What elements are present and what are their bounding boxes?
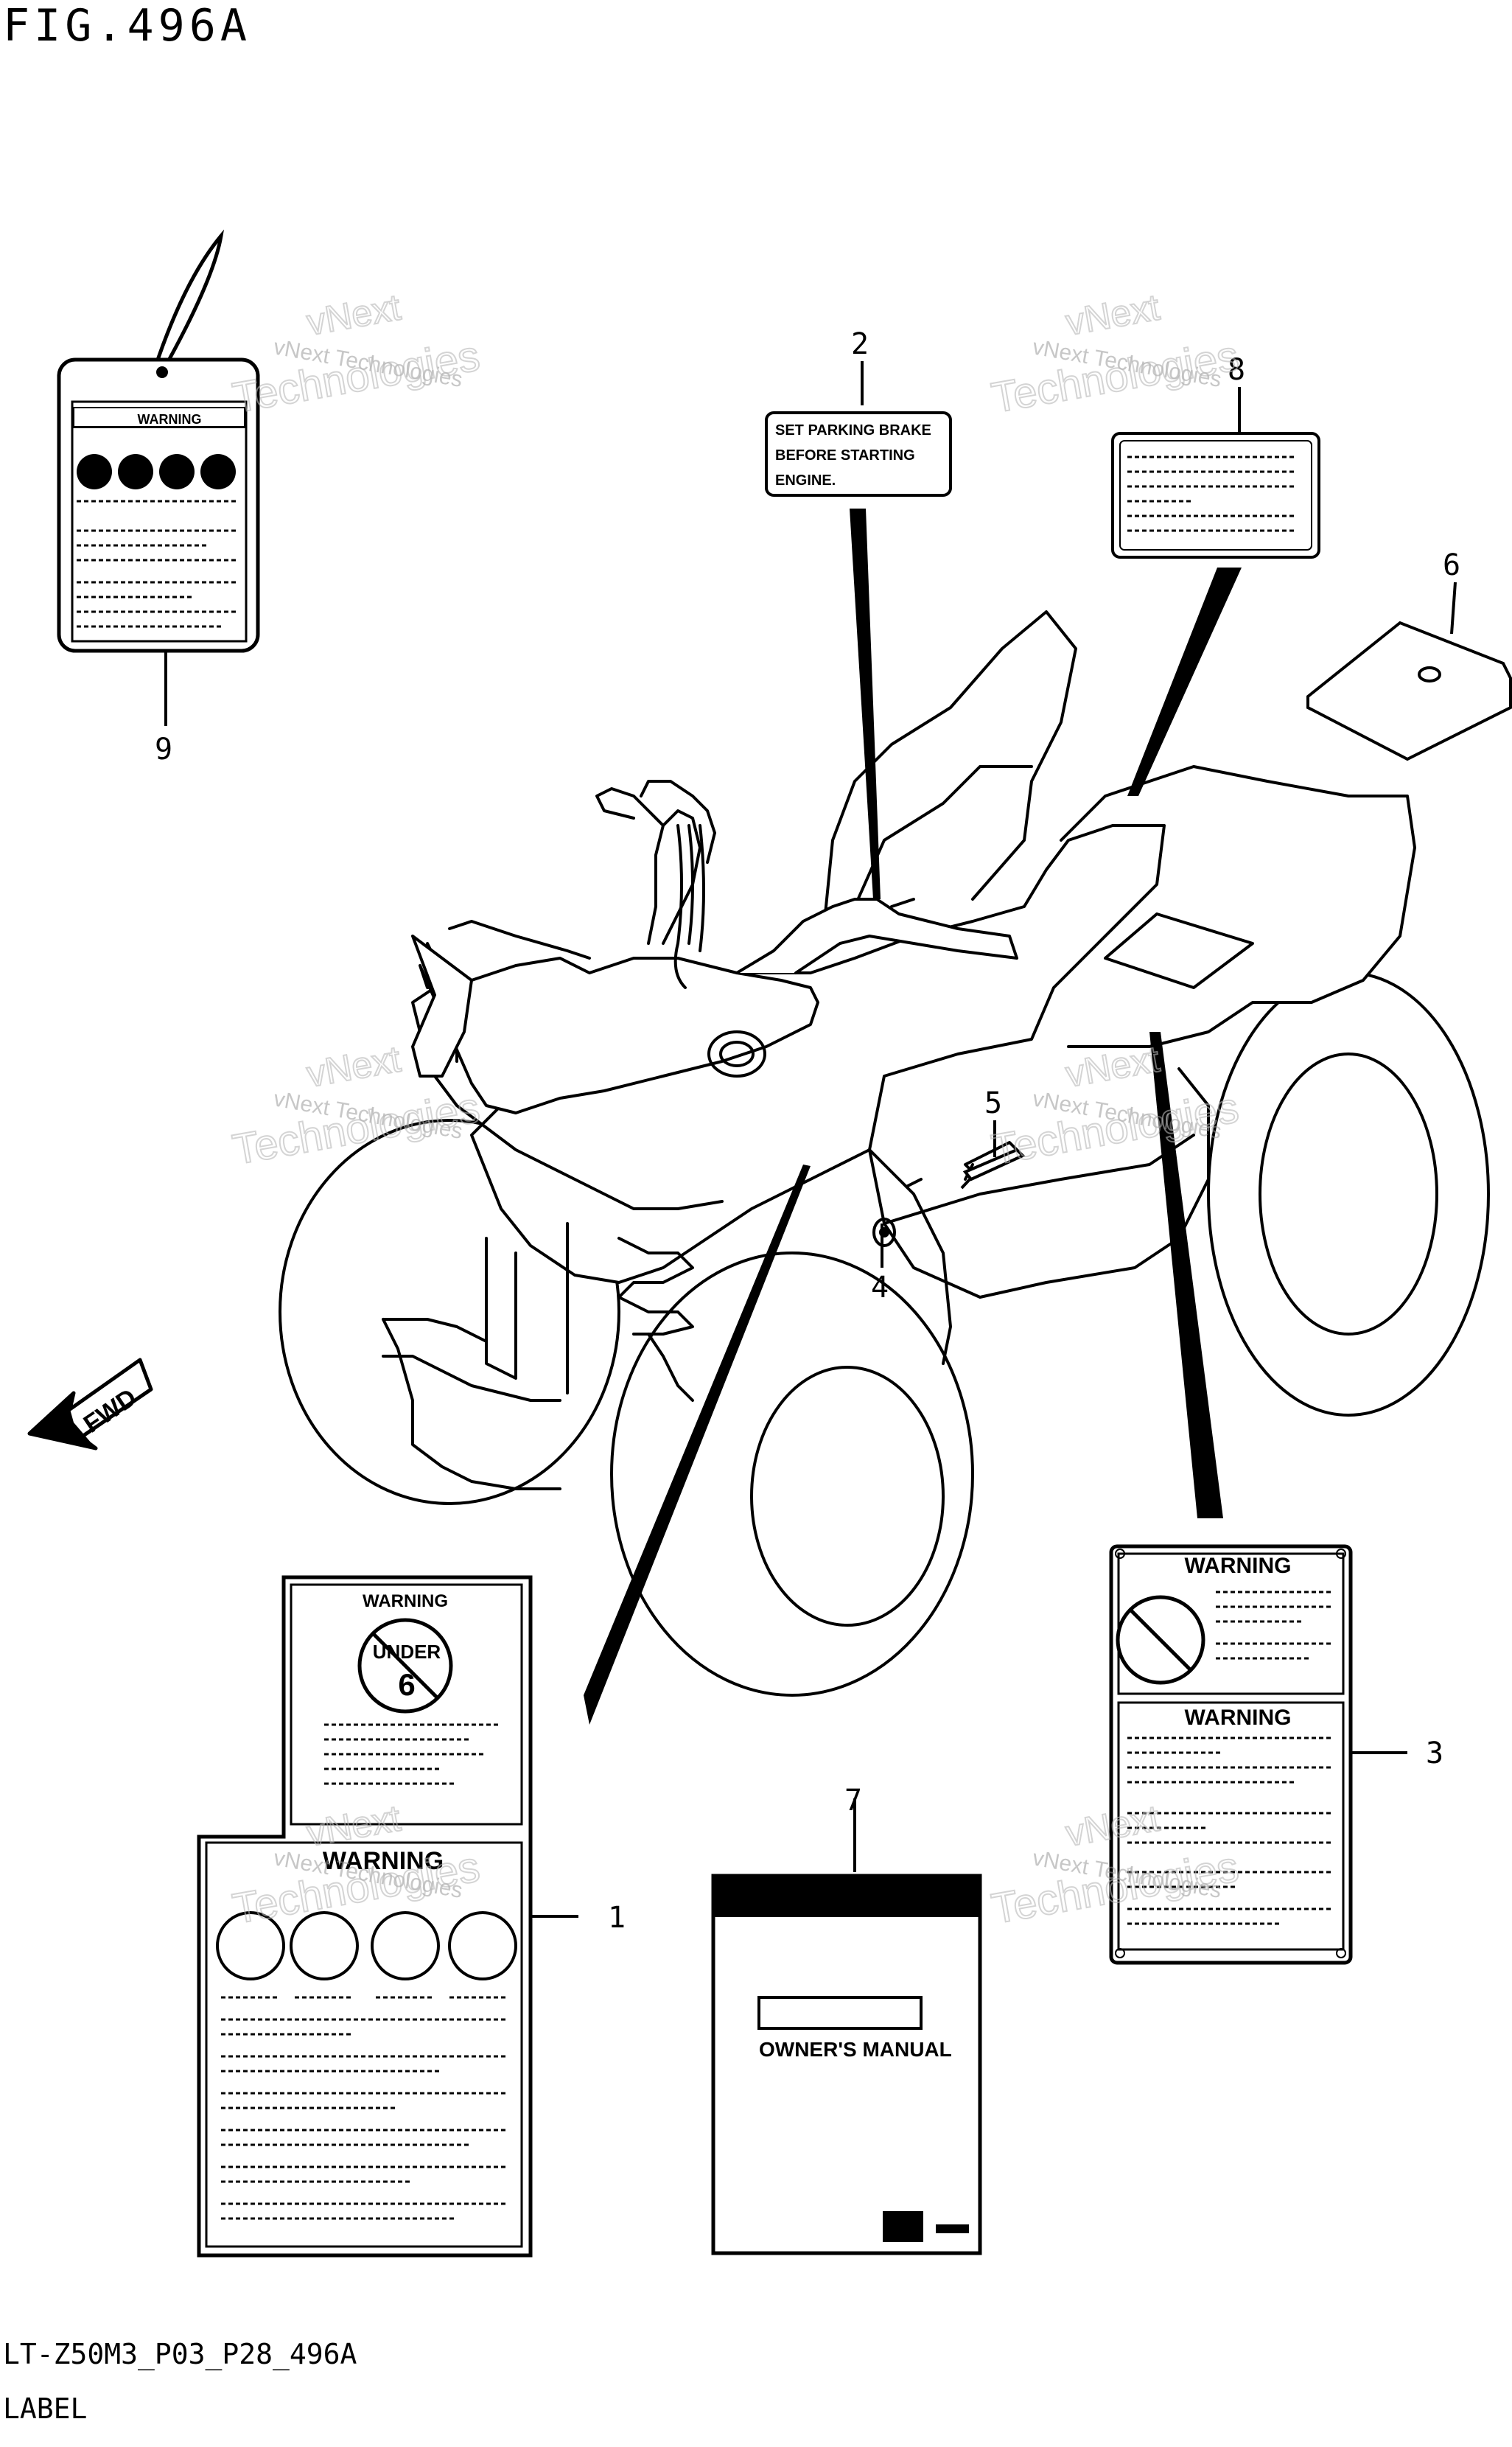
- grommet-part-4: [872, 1218, 896, 1247]
- fwd-arrow-icon: [27, 1358, 153, 1451]
- callout-8: 8: [1228, 353, 1245, 387]
- callout-7: 7: [844, 1784, 862, 1818]
- svg-text:vNext: vNext: [304, 286, 404, 343]
- leader-lines: [584, 509, 1242, 1725]
- watermark-4: vNext Technologies vNext Technologies: [987, 1037, 1243, 1174]
- svg-text:Technologies: Technologies: [988, 1083, 1242, 1174]
- label-8: [1111, 432, 1320, 559]
- label-3-warning-bottom: WARNING: [1185, 1706, 1292, 1730]
- owners-manual-part-7: [711, 1874, 982, 2255]
- atv-illustration: [279, 610, 1490, 1697]
- watermark-1: vNext Technologies vNext Technologies: [228, 285, 484, 422]
- callout-1: 1: [608, 1901, 626, 1935]
- watermark-2: vNext Technologies vNext Technologies: [987, 285, 1243, 422]
- callout-2: 2: [851, 327, 869, 361]
- callout-9: 9: [155, 733, 172, 767]
- figure-title: FIG.496A: [3, 0, 251, 52]
- label-2-line3: ENGINE.: [775, 472, 836, 489]
- label-9-warning-text: WARNING: [138, 412, 202, 427]
- owners-manual-title: OWNER'S MANUAL: [759, 2038, 952, 2061]
- footer-section-name: LABEL: [3, 2392, 88, 2425]
- label-9-hang-tag: [57, 229, 260, 653]
- label-3-warning-decal: [1109, 1544, 1353, 1965]
- label-2-line1: SET PARKING BRAKE: [775, 422, 931, 439]
- svg-text:vNext: vNext: [1063, 286, 1163, 343]
- svg-text:vNext: vNext: [304, 1038, 404, 1095]
- label-1-warning-bottom: WARNING: [323, 1847, 444, 1875]
- label-1-warning-decal: [197, 1575, 533, 2258]
- label-1-age-badge-number: 6: [398, 1667, 415, 1702]
- pin-part-5: [960, 1148, 1026, 1190]
- svg-text:Technologies: Technologies: [988, 332, 1242, 422]
- label-2-parking-brake: [765, 411, 952, 497]
- label-3-warning-top: WARNING: [1185, 1554, 1292, 1578]
- callout-5: 5: [984, 1086, 1002, 1120]
- callout-6: 6: [1443, 548, 1460, 582]
- callout-3: 3: [1426, 1736, 1443, 1770]
- callout-4: 4: [871, 1271, 889, 1305]
- label-2-line2: BEFORE STARTING: [775, 447, 915, 464]
- label-1-age-badge-top: UNDER: [373, 1641, 441, 1663]
- footer-part-code: LT-Z50M3_P03_P28_496A: [3, 2338, 357, 2370]
- label-part-6: [1306, 621, 1512, 761]
- label-1-warning-top: WARNING: [363, 1591, 448, 1611]
- svg-text:Technologies: Technologies: [229, 332, 483, 422]
